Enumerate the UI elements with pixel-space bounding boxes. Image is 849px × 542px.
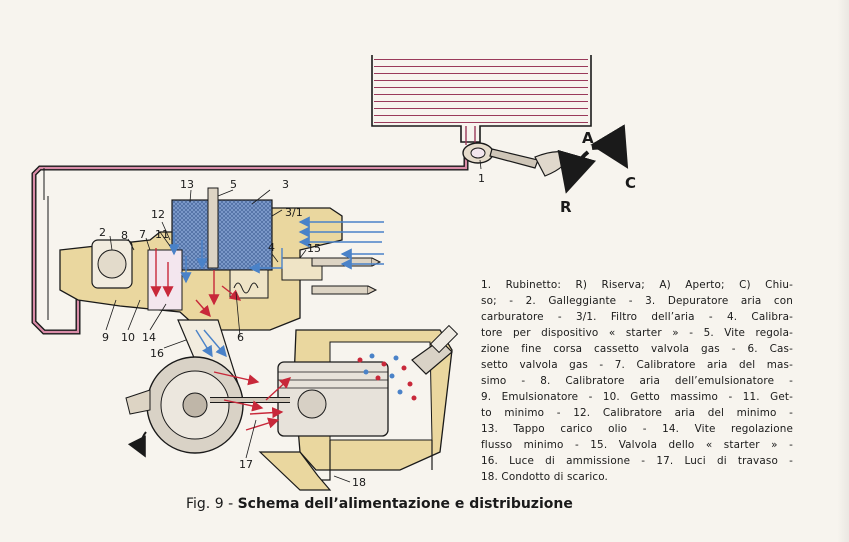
callout-15: 15 (307, 242, 321, 255)
legend-line: 13. Tappo carico olio - 14. Vite regolaz… (481, 423, 793, 435)
callout-12: 12 (151, 208, 165, 221)
legend: 1. Rubinetto: R) Riserva; A) Aperto; C) … (481, 277, 793, 485)
callout-leaders (105, 159, 482, 483)
crankcase (125, 356, 290, 458)
lever-label-c: C (625, 174, 636, 192)
legend-line: 18. Condotto di scarico. (481, 471, 609, 483)
callout-1: 1 (478, 172, 485, 185)
callout-numbers: 1 2 3 3/1 4 5 6 7 8 9 10 11 12 13 14 15 … (99, 172, 485, 489)
callout-17: 17 (239, 458, 253, 471)
piston (277, 361, 389, 437)
figure-number: Fig. 9 - (186, 496, 238, 512)
callout-10: 10 (121, 331, 135, 344)
callout-18: 18 (352, 476, 366, 489)
callout-11: 11 (155, 228, 169, 241)
callout-3-1: 3/1 (285, 206, 303, 219)
mixture-flow-arrows (150, 248, 292, 431)
callout-8: 8 (121, 229, 128, 242)
combustion-mixture (357, 353, 417, 401)
legend-line: so; - 2. Galleggiante - 3. Depuratore ar… (481, 295, 793, 307)
callout-6: 6 (237, 331, 244, 344)
legend-line: 9. Emulsionatore - 10. Getto massimo - 1… (481, 391, 793, 403)
legend-line: flusso minimo - 15. Valvola dello « star… (481, 439, 793, 451)
legend-line: setto valvola gas - 7. Calibratore aria … (481, 359, 793, 371)
figure-caption: Fig. 9 - Schema dell’alimentazione e dis… (186, 496, 573, 512)
callout-13: 13 (180, 178, 194, 191)
carburettor-body (59, 187, 382, 331)
callout-7: 7 (139, 228, 146, 241)
callout-5: 5 (230, 178, 237, 191)
fuel-tank (371, 55, 592, 145)
legend-line: zione fine corsa cassetto valvola gas - … (481, 343, 793, 355)
callout-4: 4 (268, 241, 275, 254)
legend-line: 16. Luce di ammissione - 17. Luci di tra… (481, 455, 793, 467)
legend-line: carburatore - 3/1. Filtro dell’aria - 4.… (481, 311, 793, 323)
callout-3: 3 (282, 178, 289, 191)
callout-9: 9 (102, 331, 109, 344)
callout-16: 16 (150, 347, 164, 360)
figure-title: Schema dell’alimentazione e distribuzion… (237, 496, 573, 512)
lever-label-a: A (582, 129, 594, 147)
legend-line: simo - 8. Calibratore aria dell’emulsion… (481, 375, 793, 387)
lever-label-r: R (560, 198, 572, 216)
tap-direction-arrows (557, 124, 629, 194)
air-flow-arrows (168, 216, 384, 358)
page-edge-shadow (837, 0, 849, 542)
legend-line: tore per dispositivo « starter » - 5. Vi… (481, 327, 793, 339)
spark-plug (411, 324, 459, 375)
callout-14: 14 (142, 331, 156, 344)
legend-line: 1. Rubinetto: R) Riserva; A) Aperto; C) … (481, 279, 793, 291)
legend-line: to minimo - 12. Calibratore aria del min… (481, 407, 793, 419)
callout-2: 2 (99, 226, 106, 239)
